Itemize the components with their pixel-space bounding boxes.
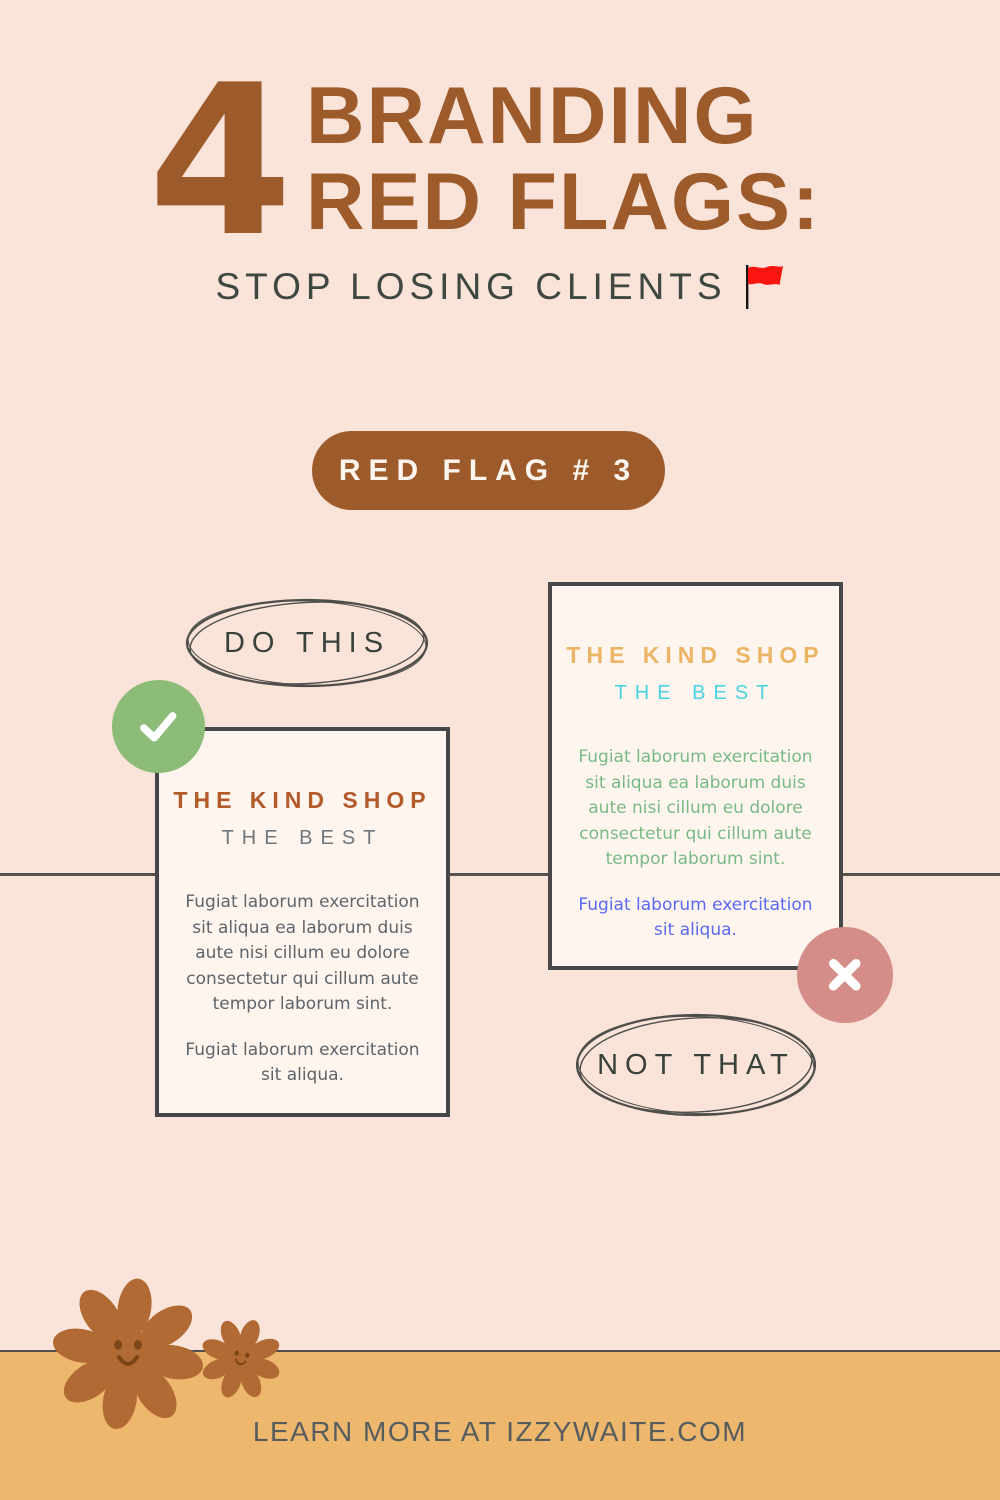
sketch-oval-icon: [575, 1013, 817, 1117]
do-this-card: THE KIND SHOP THE BEST Fugiat laborum ex…: [155, 727, 450, 1117]
sketch-oval-icon: [185, 598, 429, 688]
subtitle-text: STOP LOSING CLIENTS: [215, 266, 727, 307]
footer-text: LEARN MORE AT IZZYWAITE.COM: [252, 1416, 748, 1447]
big-number-4: 4: [148, 41, 293, 283]
card-paragraph: Fugiat laborum exercitation sit aliqua.: [578, 894, 813, 941]
red-flag-icon: [743, 264, 785, 310]
card-paragraph: Fugiat laborum exercitation sit aliqua e…: [578, 747, 813, 869]
subtitle-row: STOP LOSING CLIENTS: [0, 264, 1000, 310]
red-flag-number-badge: RED FLAG # 3: [312, 431, 665, 510]
shop-tagline: THE BEST: [614, 682, 777, 704]
not-that-card: THE KIND SHOP THE BEST Fugiat laborum ex…: [548, 582, 843, 970]
title-line-2: RED FLAGS:: [306, 156, 821, 247]
not-that-text: NOT THAT: [597, 1048, 795, 1081]
not-that-label: NOT THAT: [573, 1011, 819, 1119]
title-line-1: BRANDING: [306, 71, 759, 161]
x-mark-icon: [797, 927, 893, 1023]
horizontal-divider: [0, 873, 1000, 876]
card-paragraph: Fugiat laborum exercitation sit aliqua e…: [185, 892, 420, 1014]
page-title: BRANDING RED FLAGS:: [306, 71, 821, 247]
shop-tagline: THE BEST: [221, 827, 384, 849]
shop-name: THE KIND SHOP: [173, 787, 432, 813]
shop-name: THE KIND SHOP: [566, 642, 825, 668]
checkmark-icon: [112, 680, 205, 773]
do-this-text: DO THIS: [223, 626, 391, 659]
do-this-label: DO THIS: [183, 596, 431, 690]
flower-icon: [53, 1278, 203, 1429]
card-paragraph: Fugiat laborum exercitation sit aliqua.: [185, 1039, 420, 1086]
flower-icon: [202, 1320, 280, 1398]
